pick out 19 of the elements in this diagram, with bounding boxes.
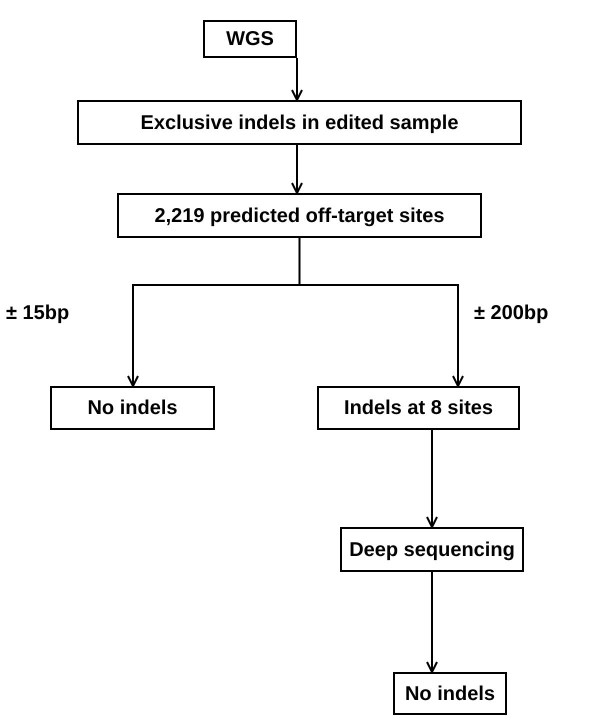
arrow bbox=[291, 58, 303, 101]
process-box bbox=[393, 672, 507, 715]
process-box bbox=[77, 100, 522, 145]
process-box bbox=[117, 193, 482, 238]
arrow bbox=[426, 430, 438, 528]
process-box bbox=[203, 20, 297, 58]
box-label: Indels at 8 sites bbox=[344, 396, 493, 421]
process-box bbox=[50, 386, 215, 430]
box-label: Deep sequencing bbox=[349, 538, 515, 562]
box-label: Exclusive indels in edited sample bbox=[140, 110, 458, 136]
box-label: No indels bbox=[404, 682, 495, 706]
box-label: WGS bbox=[226, 27, 274, 52]
box-label: No indels bbox=[87, 396, 178, 421]
arrow bbox=[426, 572, 438, 673]
process-box bbox=[317, 386, 520, 430]
process-box bbox=[340, 527, 524, 572]
box-label: 2,219 predicted off-target sites bbox=[154, 204, 445, 228]
arrow bbox=[291, 145, 303, 194]
arrow bbox=[298, 238, 464, 387]
